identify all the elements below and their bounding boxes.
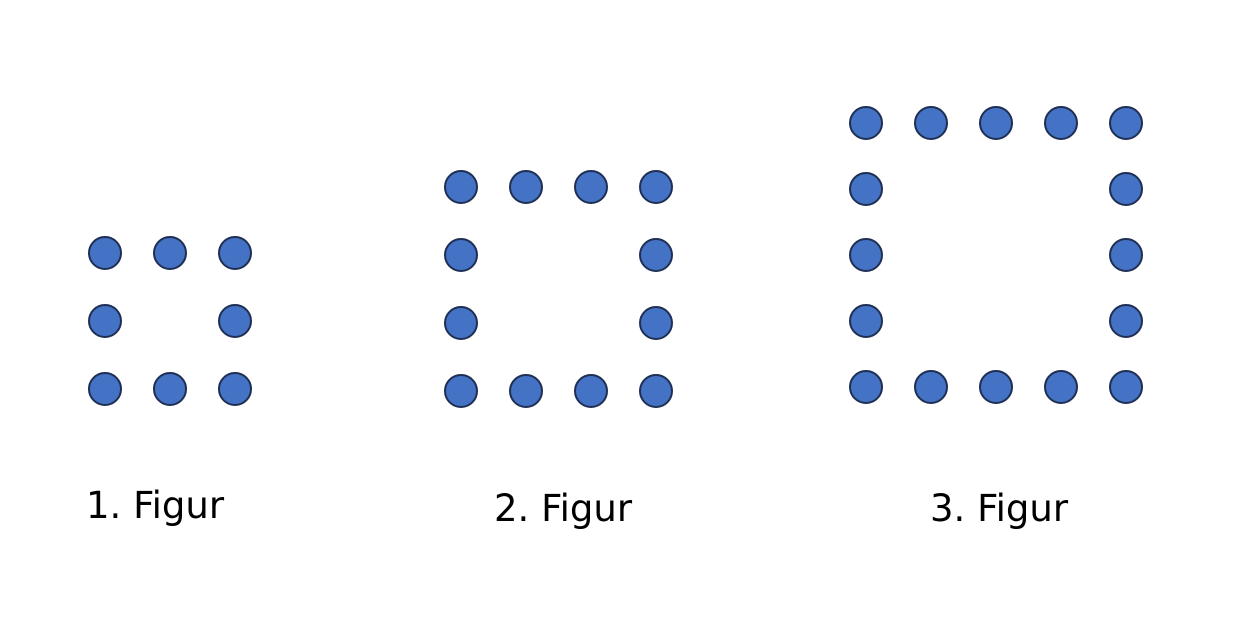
figure-3-dot bbox=[1044, 370, 1078, 404]
figure-3-label: 3. Figur bbox=[930, 487, 1069, 530]
figure-3-dot bbox=[849, 304, 883, 338]
figure-1-dot bbox=[153, 372, 187, 406]
figure-3-dot bbox=[1109, 172, 1143, 206]
figure-3-dot bbox=[849, 370, 883, 404]
figure-1-dot bbox=[88, 372, 122, 406]
figure-2-dot bbox=[574, 374, 608, 408]
figure-1-dot bbox=[153, 236, 187, 270]
figure-3-dot bbox=[849, 172, 883, 206]
figure-2-dot bbox=[639, 170, 673, 204]
figure-3-dot bbox=[979, 106, 1013, 140]
figure-2-dot bbox=[639, 306, 673, 340]
figure-2-dot bbox=[444, 374, 478, 408]
figure-2-dot bbox=[444, 170, 478, 204]
figure-3-dot bbox=[849, 106, 883, 140]
figure-2-dot bbox=[509, 170, 543, 204]
figure-2-dot bbox=[639, 238, 673, 272]
figure-3-dot bbox=[914, 106, 948, 140]
figure-2-dot bbox=[509, 374, 543, 408]
figure-3-dot bbox=[1109, 304, 1143, 338]
figure-3-dot bbox=[1109, 370, 1143, 404]
figure-1-dot bbox=[88, 304, 122, 338]
figure-2-label: 2. Figur bbox=[494, 487, 633, 530]
figure-1-dot bbox=[218, 304, 252, 338]
figure-1-dot bbox=[218, 372, 252, 406]
figure-3-dot bbox=[1109, 106, 1143, 140]
figure-2-dot bbox=[574, 170, 608, 204]
figure-1-dot bbox=[88, 236, 122, 270]
figure-1-dot bbox=[218, 236, 252, 270]
figure-2-dot bbox=[639, 374, 673, 408]
figure-1-label: 1. Figur bbox=[86, 484, 225, 527]
figure-3-dot bbox=[1109, 238, 1143, 272]
figure-2-dot bbox=[444, 238, 478, 272]
figure-3-dot bbox=[914, 370, 948, 404]
figure-3-dot bbox=[979, 370, 1013, 404]
figure-2-dot bbox=[444, 306, 478, 340]
figure-3-dot bbox=[1044, 106, 1078, 140]
figure-3-dot bbox=[849, 238, 883, 272]
